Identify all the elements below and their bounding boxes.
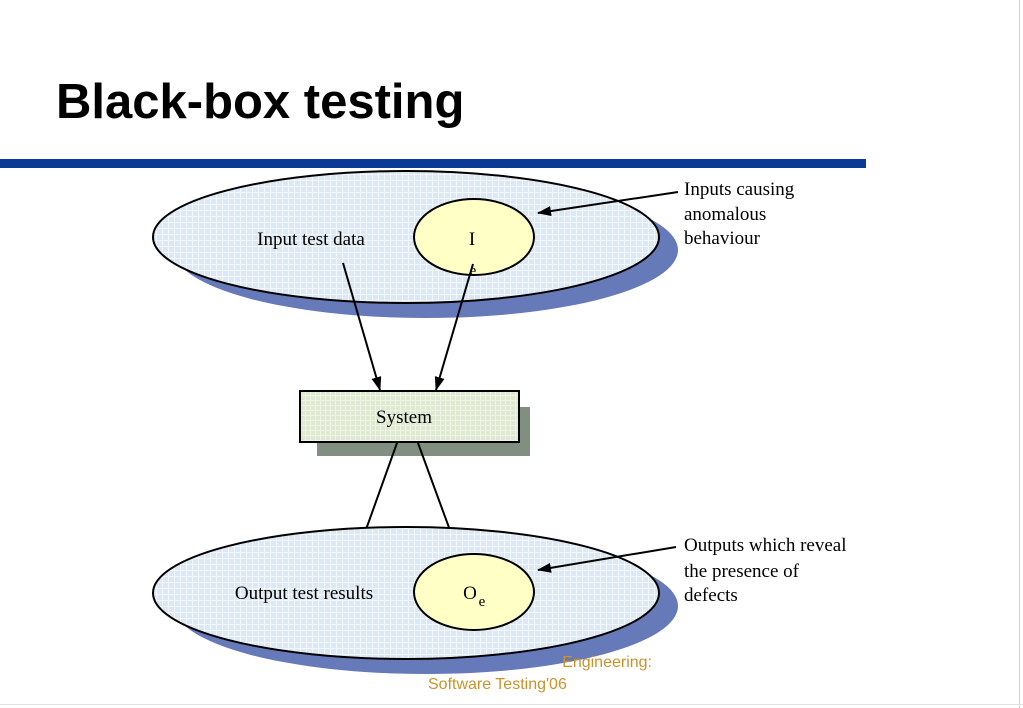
output-subset-ellipse	[413, 553, 535, 631]
input-subset-subscript: e	[470, 263, 477, 279]
output-annotation-line-3: defects	[684, 585, 738, 606]
title-underline	[0, 159, 866, 168]
bottom-edge-line	[0, 704, 1023, 705]
output-annotation-arrow	[537, 546, 677, 573]
input-to-system-arrow-1	[342, 262, 382, 391]
footer-line-2: Software Testing'06	[396, 674, 686, 696]
output-set-ellipse	[152, 526, 660, 660]
input-annotation-line-3: behaviour	[684, 228, 761, 249]
footer-line-2-text: Software Testing'06	[428, 676, 567, 693]
right-edge-line	[1019, 0, 1020, 708]
slide-title: Black-box testing	[56, 75, 465, 129]
input-annotation-line-1: Inputs causing	[684, 179, 795, 200]
slide-footer: Engineering: Software Testing'06	[396, 652, 686, 696]
input-annotation-arrow	[537, 191, 679, 217]
system-label: System	[376, 407, 432, 428]
footer-line-1: Engineering:	[396, 652, 686, 674]
input-set-ellipse	[152, 170, 660, 304]
input-to-system-arrow-2	[434, 263, 474, 391]
output-subset-subscript: e	[479, 594, 486, 610]
input-annotation-line-2: anomalous	[684, 204, 766, 225]
input-subset-ellipse	[413, 198, 535, 276]
system-box	[299, 390, 520, 443]
output-set-label: Output test results	[235, 583, 373, 604]
output-annotation-line-2: the presence of	[684, 561, 800, 582]
footer-line-1-text: Engineering:	[562, 654, 652, 671]
input-set-label: Input test data	[257, 229, 365, 250]
input-subset-label: I	[469, 229, 475, 250]
output-subset-label: O	[463, 583, 477, 604]
output-annotation-line-1: Outputs which reveal	[684, 535, 847, 556]
